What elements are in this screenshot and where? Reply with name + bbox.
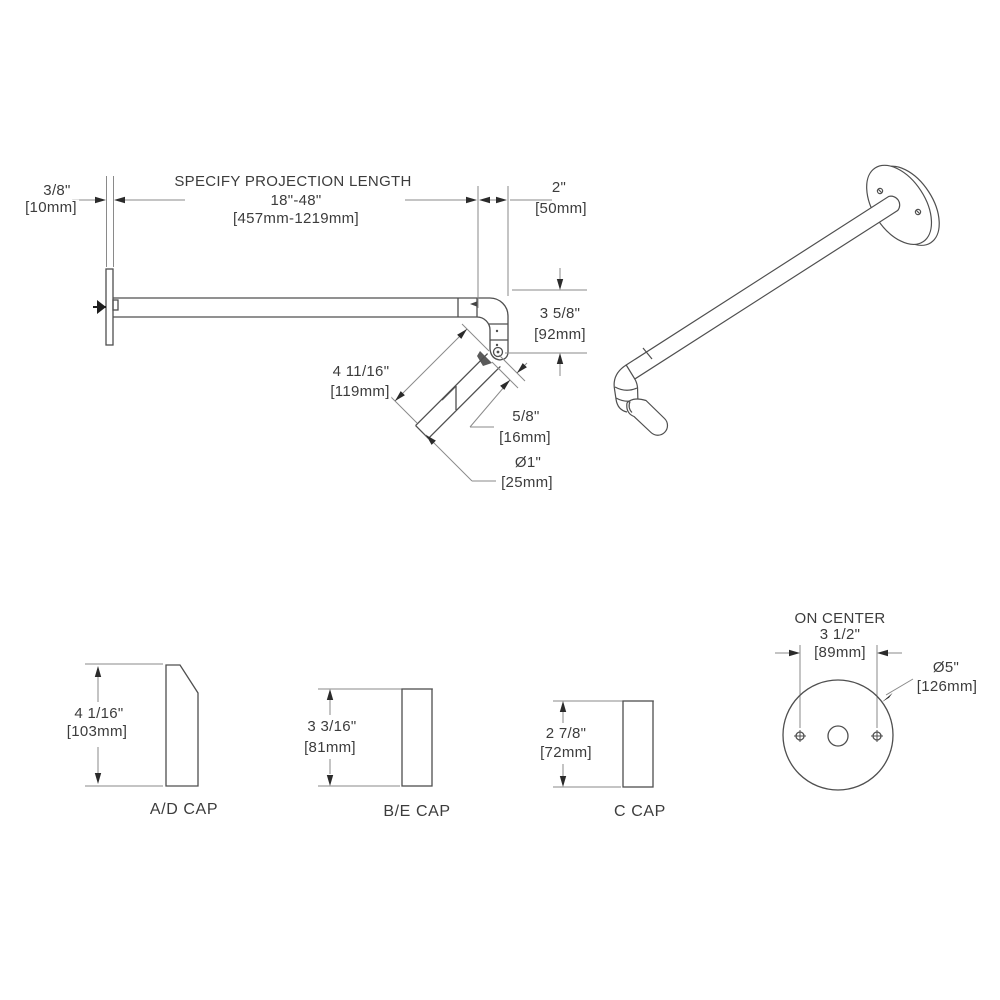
cap-ad-height-in: 4 1/16" bbox=[72, 704, 126, 723]
plate-thickness-mm: [10mm] bbox=[23, 198, 79, 217]
side-view-arrowheads bbox=[95, 196, 564, 445]
isometric-screw-holes bbox=[876, 187, 922, 216]
cap-be-label: B/E CAP bbox=[383, 803, 451, 820]
on-center-mm: [89mm] bbox=[812, 643, 868, 662]
wall-plate-view bbox=[775, 645, 914, 791]
wall-plate-side bbox=[105, 268, 114, 346]
isometric-stub-joint bbox=[628, 401, 633, 413]
cap-be-shape bbox=[401, 688, 433, 787]
arm-tube bbox=[112, 297, 490, 318]
isometric-wall-plate bbox=[866, 164, 940, 246]
projection-note-line3: [457mm-1219mm] bbox=[231, 209, 361, 228]
cap-ad-shape bbox=[165, 664, 199, 787]
plate-thickness-in: 3/8" bbox=[41, 181, 73, 200]
plate-diameter-mm: [126mm] bbox=[914, 677, 980, 696]
cap-be-height-in: 3 3/16" bbox=[305, 717, 359, 736]
projection-note-line2: 18"-48" bbox=[268, 191, 324, 210]
cap-be-height-mm: [81mm] bbox=[302, 738, 358, 757]
on-center-label: ON CENTER bbox=[792, 609, 888, 628]
cap-offset-in: 5/8" bbox=[510, 407, 542, 426]
cap-c-label: C CAP bbox=[614, 803, 666, 820]
isometric-end-stub bbox=[626, 398, 669, 436]
angled-length-mm: [119mm] bbox=[328, 382, 392, 401]
pivot-joint bbox=[477, 346, 504, 366]
side-view bbox=[93, 268, 509, 439]
cap-ad-label: A/D CAP bbox=[149, 801, 219, 818]
cap-c-shape bbox=[622, 700, 654, 788]
cap-ad-height-mm: [103mm] bbox=[64, 722, 130, 741]
plate-center-hole bbox=[827, 725, 849, 747]
elbow-fitting bbox=[470, 297, 509, 361]
angled-arm-tube bbox=[415, 353, 501, 439]
angled-length-in: 4 11/16" bbox=[330, 362, 392, 381]
cap-offset-mm: [16mm] bbox=[497, 428, 553, 447]
drop-height-mm: [92mm] bbox=[532, 325, 588, 344]
projection-note-line1: SPECIFY PROJECTION LENGTH bbox=[172, 172, 414, 191]
plate-outline bbox=[782, 679, 894, 791]
cap-be-view bbox=[318, 688, 433, 787]
cap-c-view bbox=[553, 700, 654, 788]
cap-c-height-in: 2 7/8" bbox=[543, 724, 589, 743]
isometric-arm-tube bbox=[625, 195, 901, 380]
cap-ad-view bbox=[85, 663, 199, 787]
drop-height-in: 3 5/8" bbox=[537, 304, 583, 323]
end-width-mm: [50mm] bbox=[533, 199, 589, 218]
tube-diameter-in: Ø1" bbox=[512, 453, 544, 472]
end-width-in: 2" bbox=[549, 178, 569, 197]
plate-diameter-in: Ø5" bbox=[930, 658, 962, 677]
side-view-dimensions bbox=[72, 176, 587, 482]
isometric-view bbox=[613, 164, 940, 436]
tube-diameter-mm: [25mm] bbox=[499, 473, 555, 492]
plate-screw-hole-left bbox=[794, 730, 806, 742]
on-center-in: 3 1/2" bbox=[817, 625, 863, 644]
cap-c-height-mm: [72mm] bbox=[538, 743, 594, 762]
plate-screw-hole-right bbox=[871, 730, 883, 742]
mounting-screw bbox=[93, 300, 106, 314]
